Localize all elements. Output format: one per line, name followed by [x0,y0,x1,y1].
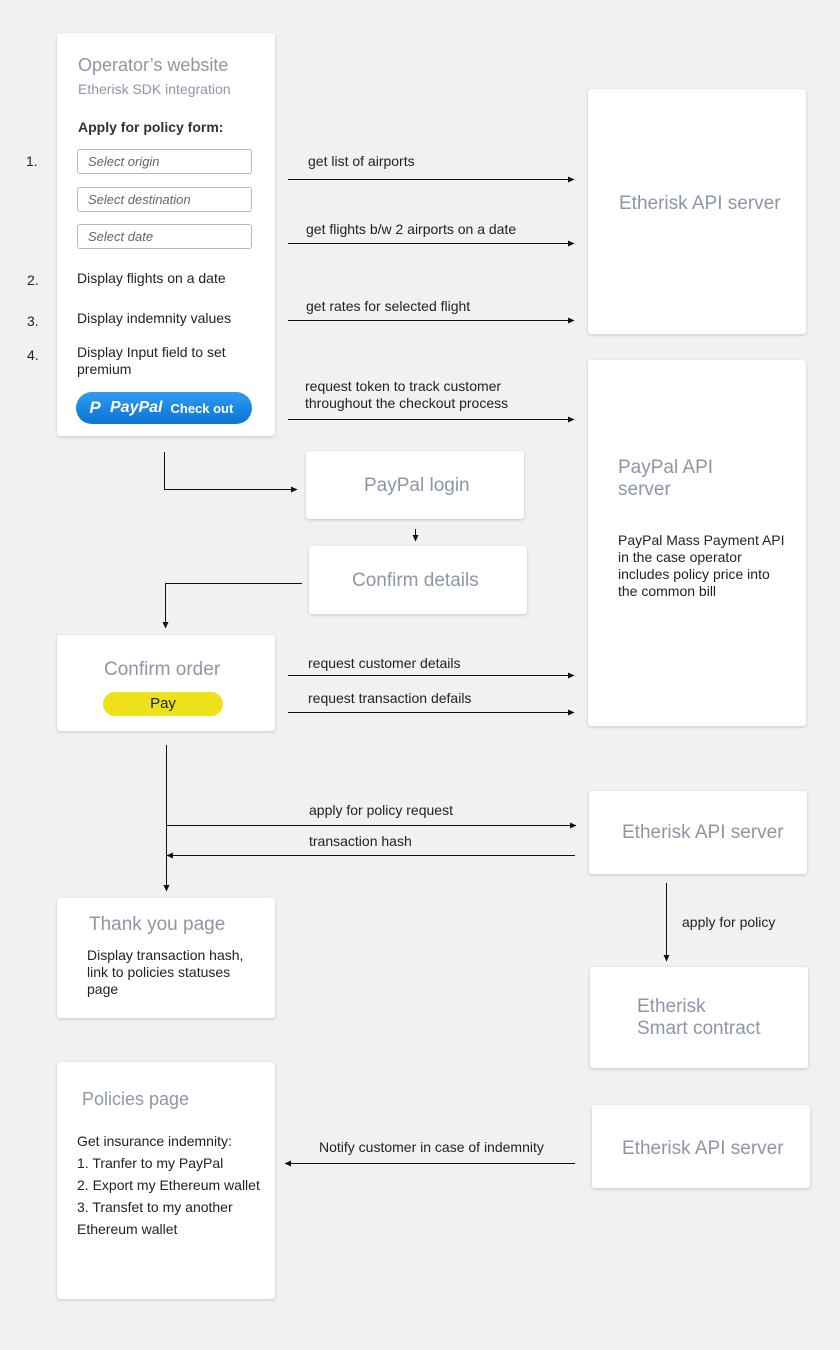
step-number-1: 1. [26,153,38,169]
arrow-to-paypal-login [164,452,298,493]
step-number-3: 3. [27,313,39,329]
step-number-2: 2. [27,272,39,288]
paypal-logo-icon: P [89,398,101,417]
step-number-4: 4. [27,347,39,363]
label-apply-policy: apply for policy [682,914,776,930]
etherisk-api-server-title-3: Etherisk API server [622,1138,784,1159]
policies-line1: Get insurance indemnity: [77,1133,232,1149]
pay-button[interactable]: Pay [103,692,223,716]
operator-website-card: Operator’s website Etherisk SDK integrat… [57,33,275,436]
smart-contract-card: Etherisk Smart contract [590,967,808,1068]
arrow-to-confirm-order [162,583,302,629]
policies-option-export-wallet: 2. Export my Ethereum wallet [77,1177,260,1193]
form-heading: Apply for policy form: [78,119,224,135]
confirm-details-title: Confirm details [352,570,479,591]
label-request-token-line1: request token to track customer [305,378,502,394]
confirm-order-card: Confirm order Pay [57,635,275,731]
operator-title: Operator’s website [78,55,229,75]
paypal-server-desc-line3: includes policy price into [618,566,770,582]
label-notify: Notify customer in case of indemnity [319,1139,544,1155]
policies-option-transfer-line2: Ethereum wallet [77,1221,178,1237]
thank-you-line3: page [87,981,119,997]
paypal-server-desc-line4: the common bill [618,583,717,599]
paypal-server-title-line1: PayPal API [618,457,714,478]
smart-contract-line1: Etherisk [637,996,706,1017]
paypal-server-title-line2: server [618,479,671,500]
paypal-server-desc-line1: PayPal Mass Payment API [618,532,785,548]
step2-text: Display flights on a date [77,270,226,286]
thank-you-line1: Display transaction hash, [87,947,244,963]
label-request-token-line2: throughout the checkout process [305,395,509,411]
paypal-checkout-button[interactable]: P PayPal Check out [76,392,252,424]
label-request-transaction: request transaction defails [308,690,472,706]
smart-contract-line2: Smart contract [637,1018,761,1039]
label-get-airports: get list of airports [308,153,415,169]
confirm-order-title: Confirm order [104,659,221,680]
paypal-brand-label: PayPal [110,399,163,416]
step3-text: Display indemnity values [77,310,232,326]
policies-page-card: Policies page Get insurance indemnity: 1… [57,1062,275,1299]
label-request-customer: request customer details [308,655,461,671]
origin-select[interactable]: Select origin [77,149,252,174]
etherisk-api-server-title-1: Etherisk API server [619,193,781,214]
thank-you-title: Thank you page [89,914,226,935]
paypal-login-title: PayPal login [364,475,470,496]
label-get-rates: get rates for selected flight [306,298,471,314]
etherisk-api-server-card-1: Etherisk API server [588,89,806,334]
label-get-flights: get flights b/w 2 airports on a date [306,221,517,237]
label-apply-request: apply for policy request [309,802,453,818]
paypal-action-label: Check out [170,400,234,416]
destination-select[interactable]: Select destination [77,187,252,212]
paypal-login-card: PayPal login [306,451,524,519]
paypal-server-desc-line2: in the case operator [618,549,742,565]
policies-page-title: Policies page [82,1089,190,1109]
etherisk-api-server-title-2: Etherisk API server [622,822,784,843]
thank-you-line2: link to policies statuses [87,964,231,980]
etherisk-api-server-card-2: Etherisk API server [589,791,807,874]
etherisk-api-server-card-3: Etherisk API server [592,1105,810,1188]
policies-option-transfer-line1: 3. Transfet to my another [77,1199,233,1215]
paypal-api-server-card: PayPal API server PayPal Mass Payment AP… [588,360,806,726]
policies-option-paypal: 1. Tranfer to my PayPal [77,1155,224,1171]
operator-subtitle: Etherisk SDK integration [78,81,231,97]
step4-text-line2: premium [77,361,132,377]
confirm-details-card: Confirm details [309,546,527,614]
step4-text-line1: Display Input field to set [77,344,226,360]
label-transaction-hash: transaction hash [309,833,412,849]
date-select[interactable]: Select date [77,224,252,249]
thank-you-page-card: Thank you page Display transaction hash,… [57,898,275,1018]
